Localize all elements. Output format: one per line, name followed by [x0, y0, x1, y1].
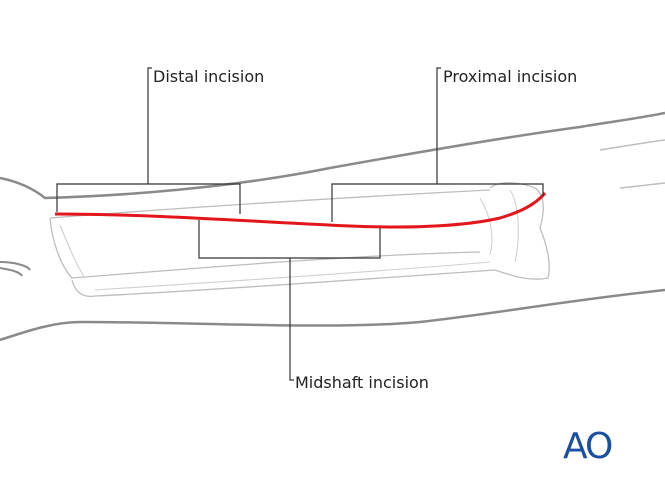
proximal-bracket — [331, 67, 544, 222]
bone-inner — [59, 189, 519, 291]
midshaft-bracket — [198, 220, 381, 381]
radius-bone — [49, 189, 491, 279]
incision-line — [54, 192, 547, 229]
ao-logo: AO — [563, 426, 613, 467]
ulna-bone — [71, 182, 550, 298]
distal-bracket — [56, 67, 241, 214]
limb-outline-bottom — [0, 288, 665, 342]
midshaft-incision-label: Midshaft incision — [295, 373, 429, 392]
limb-outline-top — [0, 111, 665, 200]
distal-incision-label: Distal incision — [153, 67, 265, 86]
elbow-outline — [599, 139, 665, 189]
hand-outline — [0, 261, 31, 277]
proximal-incision-label: Proximal incision — [443, 67, 578, 86]
